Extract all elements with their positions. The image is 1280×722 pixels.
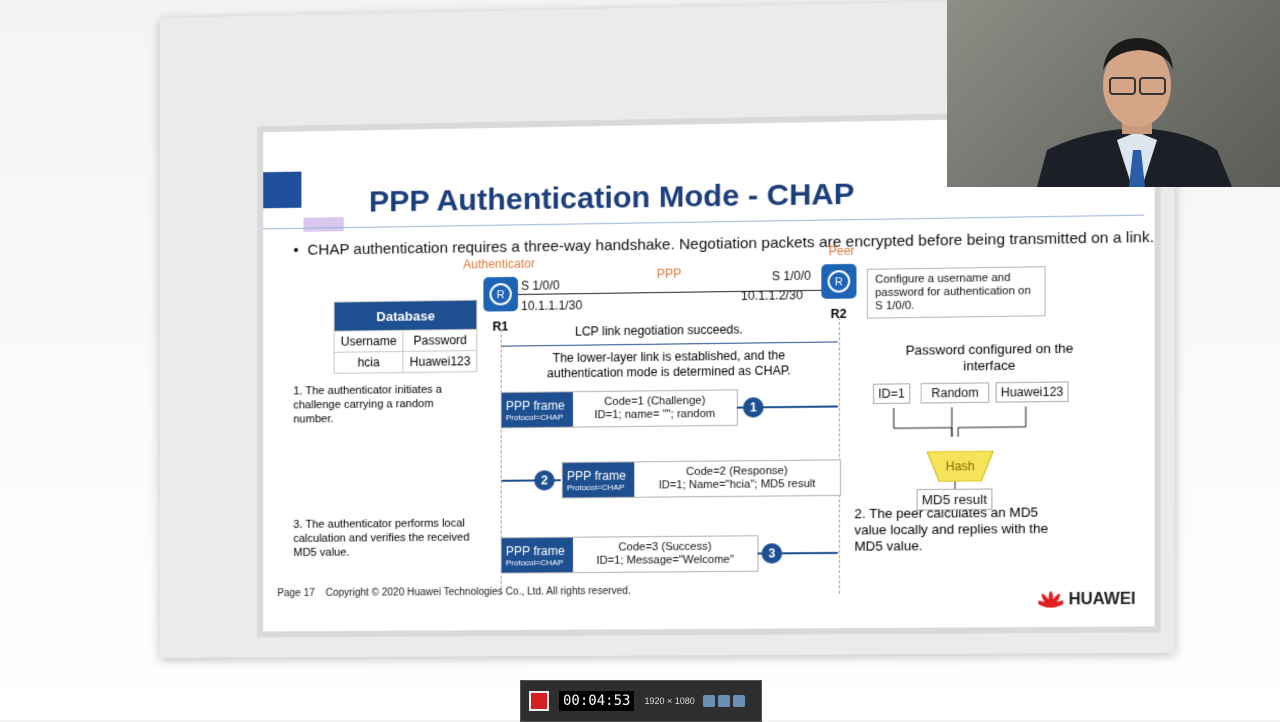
frame-line2: ID=1; name= ""; random — [573, 408, 737, 423]
recorder-tools — [703, 695, 745, 707]
svg-text:R: R — [835, 276, 843, 288]
huawei-wordmark: HUAWEI — [1069, 591, 1136, 610]
presenter-video — [947, 0, 1280, 187]
frame-label-box: PPP frame Protocol=CHAP — [502, 538, 573, 573]
step3-text: 3. The authenticator performs local calc… — [293, 516, 485, 560]
frame-label-box: PPP frame Protocol=CHAP — [502, 392, 573, 427]
router-r1-icon: R — [483, 277, 518, 312]
record-stop-button[interactable] — [529, 691, 549, 711]
screen-recorder-toolbar: 00:04:53 1920 × 1080 — [520, 680, 762, 722]
frame-protocol: Protocol=CHAP — [567, 482, 634, 492]
step2-text: 2. The peer calculates an MD5 value loca… — [854, 504, 1067, 555]
database-table: Database Username Password hcia Huawei12… — [334, 300, 478, 374]
step1-text: 1. The authenticator initiates a challen… — [293, 382, 470, 426]
md5-result-box: MD5 result — [917, 488, 993, 510]
peer-label: Peer — [829, 244, 855, 259]
svg-text:R: R — [497, 289, 505, 301]
frame-challenge: PPP frame Protocol=CHAP Code=1 (Challeng… — [501, 389, 738, 428]
password-heading: Password configured on the interface — [896, 340, 1083, 375]
frame-protocol: Protocol=CHAP — [506, 412, 573, 422]
hash-function-icon: Hash — [927, 451, 994, 482]
frame-response: PPP frame Protocol=CHAP Code=2 (Response… — [562, 459, 841, 498]
frame-line2: ID=1; Message="Welcome" — [573, 554, 757, 569]
lcp-arrow — [502, 341, 838, 346]
r2-timeline — [839, 317, 840, 594]
recording-resolution: 1920 × 1080 — [644, 696, 694, 706]
page-number: Page 17 — [277, 588, 314, 599]
r2-interface: S 1/0/0 — [772, 269, 811, 284]
copyright: Copyright © 2020 Huawei Technologies Co.… — [326, 586, 631, 599]
close-icon[interactable] — [733, 695, 745, 707]
frame-label: PPP frame — [567, 468, 634, 483]
frame-label: PPP frame — [506, 398, 573, 413]
presenter-webcam — [947, 0, 1280, 187]
huawei-logo: HUAWEI — [1038, 590, 1135, 611]
lcp-text: LCP link negotiation succeeds. — [575, 322, 743, 338]
database-title: Database — [334, 300, 477, 331]
db-username: hcia — [334, 351, 403, 373]
hash-input-password: Huawei123 — [996, 381, 1069, 402]
frame-success: PPP frame Protocol=CHAP Code=3 (Success)… — [501, 535, 759, 573]
frame-line2: ID=1; Name="hcia"; MD5 result — [634, 478, 840, 493]
step2-badge: 2 — [534, 470, 554, 490]
r1-ip: 10.1.1.1/30 — [521, 298, 582, 313]
bullet-point: •CHAP authentication requires a three-wa… — [293, 224, 1156, 265]
frame-label-box: PPP frame Protocol=CHAP — [563, 462, 634, 497]
step1-badge: 1 — [743, 397, 764, 418]
authenticator-label: Authenticator — [463, 256, 535, 271]
lower-layer-text: The lower-layer link is established, and… — [528, 348, 810, 382]
huawei-flower-icon — [1038, 590, 1063, 611]
hash-input-id: ID=1 — [873, 383, 910, 404]
frame-line1: Code=3 (Success) — [573, 540, 757, 555]
db-header-password: Password — [403, 329, 477, 351]
frame-protocol: Protocol=CHAP — [506, 557, 573, 567]
peer-config-note: Configure a username and password for au… — [867, 266, 1046, 318]
step3-badge: 3 — [762, 543, 783, 563]
frame-content: Code=2 (Response) ID=1; Name="hcia"; MD5… — [634, 460, 840, 496]
db-password: Huawei123 — [403, 351, 477, 373]
frame-content: Code=3 (Success) ID=1; Message="Welcome" — [573, 536, 757, 572]
hash-label: Hash — [946, 459, 975, 474]
slide-title: PPP Authentication Mode - CHAP — [369, 177, 854, 219]
bullet-text: CHAP authentication requires a three-way… — [307, 229, 1154, 259]
router-r2-icon: R — [821, 264, 856, 299]
frame-label: PPP frame — [506, 543, 573, 558]
slide: PPP Authentication Mode - CHAP •CHAP aut… — [257, 110, 1161, 638]
minimize-icon[interactable] — [718, 695, 730, 707]
window-icon[interactable] — [703, 695, 715, 707]
frame-content: Code=1 (Challenge) ID=1; name= ""; rando… — [573, 390, 737, 426]
r2-ip: 10.1.1.2/30 — [741, 288, 803, 303]
hash-input-random: Random — [921, 382, 990, 403]
ppp-label: PPP — [657, 266, 682, 281]
recording-timer: 00:04:53 — [559, 691, 634, 711]
db-header-username: Username — [334, 330, 403, 352]
decor-square-blue — [263, 172, 301, 209]
r1-interface: S 1/0/0 — [521, 278, 560, 293]
decor-square-pink — [303, 217, 343, 232]
